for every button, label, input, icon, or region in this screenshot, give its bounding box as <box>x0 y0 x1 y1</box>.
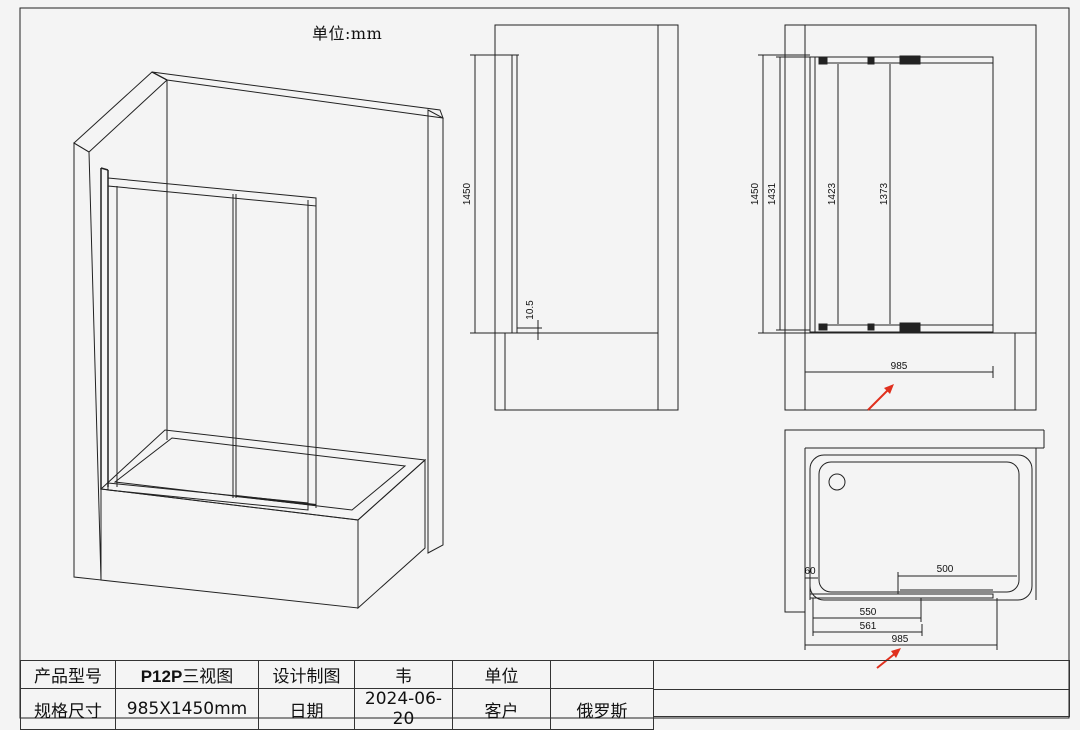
front-view-frame <box>784 24 1037 411</box>
left-wall-top <box>73 71 168 153</box>
title-block: 产品型号 P12P三视图 设计制图 韦 单位 规格尺寸 985X1450mm 日… <box>20 660 1070 730</box>
isometric-view <box>73 71 444 610</box>
bottom-rail <box>107 482 309 511</box>
dim-front-width: 985 <box>891 361 908 372</box>
model-suffix: 三视图 <box>182 667 234 687</box>
tub-drain-icon <box>828 473 846 491</box>
bathtub-front <box>100 488 359 609</box>
side-profile <box>511 54 518 334</box>
unit-label: 单位:mm <box>312 24 383 43</box>
label-size: 规格尺寸 <box>20 688 116 730</box>
dim-plan-fixed-width: 550 <box>860 607 877 618</box>
dim-front-total-height: 1450 <box>750 182 761 205</box>
left-wall-face <box>73 142 102 581</box>
dim-side-height: 1450 <box>462 182 473 205</box>
dim-front-inner-height-b: 1373 <box>879 182 890 205</box>
size-value: 985X1450mm <box>115 688 259 730</box>
designer-value: 韦 <box>354 660 453 689</box>
label-customer: 客户 <box>452 688 551 730</box>
dim-front-frame-height: 1431 <box>767 182 778 205</box>
tub-inner <box>818 461 1020 593</box>
label-date: 日期 <box>258 688 355 730</box>
title-block-table: 产品型号 P12P三视图 设计制图 韦 单位 规格尺寸 985X1450mm 日… <box>20 660 654 730</box>
dim-front-inner-height-a: 1423 <box>827 182 838 205</box>
top-rail <box>107 177 317 207</box>
label-unit: 单位 <box>452 660 551 689</box>
bathtub-top <box>99 429 427 521</box>
dim-plan-total-width: 985 <box>892 634 909 645</box>
model-cell: P12P三视图 <box>115 660 259 689</box>
red-arrow-front <box>867 387 891 411</box>
model-code: P12P <box>140 667 183 686</box>
label-designer: 设计制图 <box>258 660 355 689</box>
bathtub-side <box>357 458 426 610</box>
dim-plan-offset: 60 <box>804 566 816 577</box>
title-block-blank-area <box>653 660 1070 717</box>
dim-plan-glass-width: 561 <box>860 621 877 632</box>
plan-wall <box>784 429 1044 613</box>
plan-view <box>784 429 1045 650</box>
label-model: 产品型号 <box>20 660 116 689</box>
date-value: 2024-06-20 <box>354 688 453 730</box>
front-view <box>758 24 1037 411</box>
right-wall-edge <box>427 109 444 554</box>
side-view-frame <box>494 24 679 411</box>
dim-plan-panel-width: 500 <box>937 564 954 575</box>
back-wall-top <box>151 71 444 119</box>
dim-side-gap: 10.5 <box>525 300 536 320</box>
side-view <box>470 24 679 411</box>
customer-value: 俄罗斯 <box>550 688 654 730</box>
unit-value <box>550 660 654 689</box>
sheet-border <box>19 7 1070 719</box>
